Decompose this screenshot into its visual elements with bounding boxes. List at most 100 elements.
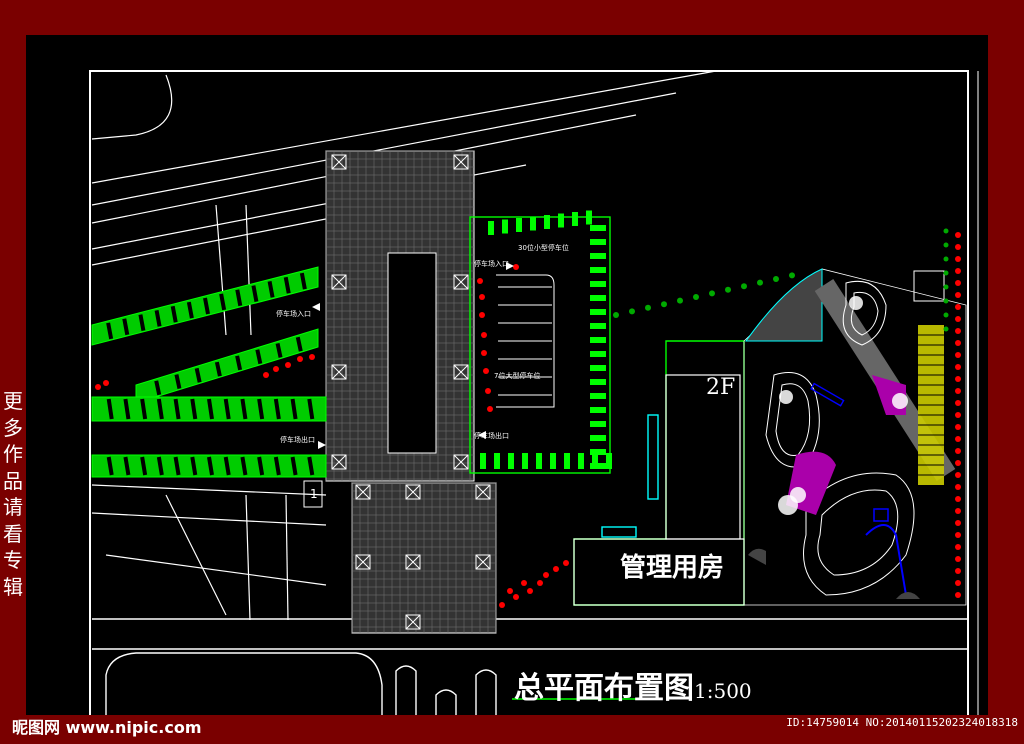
- watermark-site[interactable]: 昵图网 www.nipic.com: [12, 718, 202, 737]
- parking-stall-divider: [106, 456, 114, 476]
- east-stall-mark: [494, 453, 500, 469]
- east-stall-mark: [590, 449, 606, 455]
- red-flower: [479, 312, 485, 318]
- green-hedge-shrub: [943, 270, 949, 276]
- east-stall-mark: [592, 453, 598, 469]
- green-hedge-shrub: [943, 326, 949, 332]
- parking-stall-divider: [283, 276, 291, 294]
- parking-stall-divider: [170, 305, 178, 323]
- central-plaza: [325, 150, 497, 634]
- plaza-square: [405, 614, 421, 630]
- plaza-square: [453, 154, 469, 170]
- east-stall-mark: [590, 295, 606, 301]
- parking-stall-divider: [174, 374, 182, 389]
- east-stall-mark: [578, 453, 584, 469]
- parking-stall-divider: [140, 398, 148, 420]
- red-flower: [563, 560, 569, 566]
- east-stall-mark: [590, 225, 606, 231]
- parking-stall-divider: [190, 456, 198, 476]
- plaza-square: [475, 484, 491, 500]
- floors-label: 2F: [706, 375, 736, 400]
- parking-stall-divider: [106, 322, 114, 340]
- green-hedge-shrub: [943, 284, 949, 290]
- east-stall-mark: [536, 453, 542, 469]
- red-hedge-flower: [955, 592, 961, 598]
- red-hedge-flower: [955, 508, 961, 514]
- east-stall-mark: [590, 421, 606, 427]
- red-flower: [481, 350, 487, 356]
- parking-stall-divider: [106, 398, 114, 420]
- red-flower: [553, 566, 559, 572]
- east-stall-mark: [516, 218, 522, 232]
- parking-stall-divider: [138, 314, 146, 331]
- east-stall-mark: [544, 215, 550, 229]
- east-red-hedge: [955, 232, 961, 598]
- east-stall-mark: [586, 210, 592, 225]
- parking-stall-divider: [173, 398, 181, 420]
- bottom-road: [92, 618, 968, 715]
- plaza-square-cross: [331, 154, 347, 170]
- red-hedge-flower: [955, 580, 961, 586]
- east-stall-mark: [590, 379, 606, 385]
- red-flower: [527, 588, 533, 594]
- red-flower: [513, 594, 519, 600]
- east-stall-mark: [480, 453, 486, 469]
- east-stall-mark: [590, 309, 606, 315]
- parking-stall-divider: [207, 456, 214, 476]
- plan-title: 总平面布置图1:500: [514, 663, 752, 707]
- road-lines: [91, 70, 717, 621]
- red-hedge-flower: [955, 472, 961, 478]
- red-flower: [537, 580, 543, 586]
- red-flower: [285, 362, 291, 368]
- tree-symbol: [693, 294, 699, 300]
- tree-symbol: [613, 312, 619, 318]
- parking-stall-divider: [190, 398, 198, 420]
- parking-stall-divider: [123, 456, 131, 476]
- red-hedge-flower: [955, 256, 961, 262]
- red-hedge-flower: [955, 532, 961, 538]
- site-plan-drawing: [89, 70, 979, 715]
- tree-symbol: [725, 286, 731, 293]
- plaza-pool: [387, 252, 437, 454]
- green-hedge-shrub: [943, 256, 949, 262]
- red-hedge-flower: [955, 376, 961, 382]
- tree-symbol: [709, 290, 715, 297]
- parking-stall-divider: [307, 398, 315, 420]
- east-stall-mark: [530, 216, 536, 231]
- flow-arrows: [312, 262, 514, 449]
- east-stall-mark: [522, 453, 528, 469]
- red-flower: [309, 354, 315, 360]
- red-hedge-flower: [955, 316, 961, 322]
- plaza-square-cross: [331, 364, 347, 380]
- parking-stall-divider: [275, 343, 283, 358]
- parking-stall-divider: [290, 398, 298, 420]
- east-stall-mark: [590, 323, 606, 329]
- plaza-square-cross: [453, 364, 469, 380]
- red-flower: [479, 294, 485, 300]
- plaza-square-cross: [355, 554, 371, 570]
- east-stall-mark: [558, 213, 564, 228]
- green-hedge-shrub: [943, 298, 949, 304]
- red-flower: [103, 380, 109, 386]
- red-flower: [521, 580, 527, 586]
- red-hedge-flower: [955, 268, 961, 274]
- plaza-square-cross: [331, 274, 347, 290]
- parking-stall-divider: [235, 289, 243, 307]
- tree-line: [613, 272, 795, 318]
- parking-stall-divider: [273, 398, 281, 420]
- east-stall-mark: [508, 453, 514, 469]
- plan-title-text: 总平面布置图: [514, 671, 694, 706]
- parking-stall-divider: [257, 456, 265, 476]
- east-stall-mark: [590, 281, 606, 287]
- plaza-square: [405, 554, 421, 570]
- parking-stall-divider: [219, 293, 227, 311]
- red-flower: [507, 588, 513, 594]
- tree-symbol: [677, 297, 683, 304]
- red-flower: [273, 366, 279, 372]
- plaza-square-cross: [405, 484, 421, 500]
- red-hedge-flower: [955, 388, 961, 394]
- plaza-square-cross: [453, 274, 469, 290]
- tree-symbol: [661, 301, 667, 308]
- east-parking-exit-label: 停车场出口: [474, 432, 509, 440]
- plaza-square-cross: [453, 454, 469, 470]
